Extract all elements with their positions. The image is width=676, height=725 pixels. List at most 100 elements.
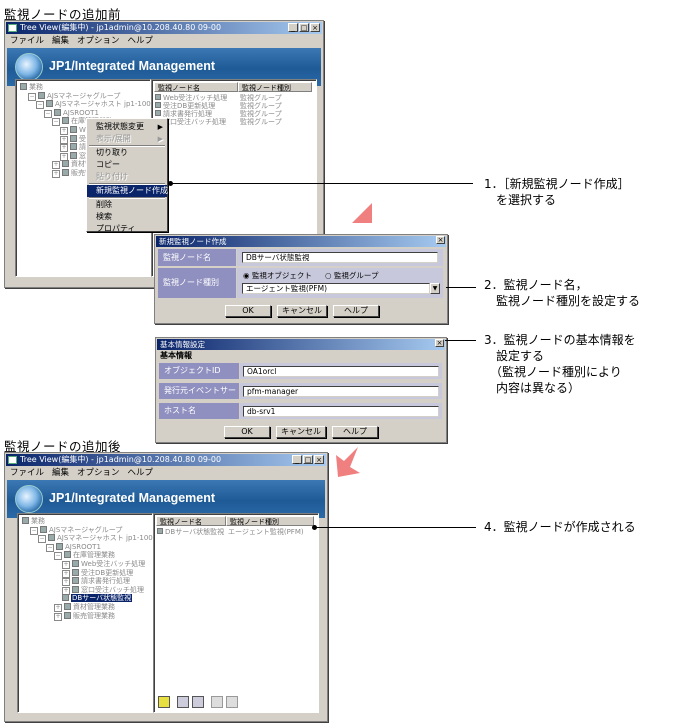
expand-icon[interactable]: +	[62, 561, 70, 569]
expand-icon[interactable]: +	[60, 152, 68, 161]
context-menu-item-label: 新規監視ノード作成	[96, 186, 168, 195]
expand-icon[interactable]: +	[62, 586, 70, 595]
close-icon[interactable]: ×	[435, 339, 444, 347]
node-name-input[interactable]: DBサーバ状態監視	[242, 252, 438, 263]
tree-node[interactable]: +資材管理業務	[54, 603, 115, 612]
expand-icon[interactable]: +	[60, 135, 68, 144]
close-icon[interactable]: ×	[310, 23, 320, 32]
collapse-icon[interactable]: −	[28, 92, 36, 101]
list-header-type[interactable]: 監視ノード種別	[226, 516, 314, 526]
context-menu-item[interactable]: プロパティ	[87, 223, 167, 235]
maximize-icon[interactable]: □	[303, 455, 313, 464]
close-icon[interactable]: ×	[314, 455, 324, 464]
dialog-title: 基本情報設定	[160, 340, 205, 349]
cancel-button[interactable]: キャンセル	[276, 426, 326, 438]
tree-pane[interactable]: 業務−AJSマネージャグループ−AJSマネージャホスト jp1-100v2−AJ…	[17, 513, 161, 713]
maximize-icon[interactable]: □	[299, 23, 309, 32]
tree-node[interactable]: +窓口受注バッチ処理	[62, 585, 144, 595]
context-menu-item[interactable]: 切り取り	[87, 147, 167, 159]
tree-node[interactable]: 業務	[20, 83, 43, 92]
tree-node[interactable]: −AJSマネージャグループ	[28, 91, 120, 101]
tree-node[interactable]: +販売管理業務	[54, 611, 115, 621]
expand-icon[interactable]: +	[54, 612, 62, 621]
menu-edit[interactable]: 編集	[52, 468, 70, 478]
ok-button[interactable]: OK	[224, 426, 270, 438]
tree-node[interactable]: −在庫管理業務	[54, 551, 115, 561]
menu-separator	[89, 145, 165, 147]
callout-step-2: 2．監視ノード名， 監視ノード種別を設定する	[484, 278, 641, 308]
minimize-icon[interactable]: _	[288, 23, 298, 32]
list-header-name[interactable]: 監視ノード名	[154, 82, 238, 92]
tree-node[interactable]: +請求書発行処理	[62, 577, 130, 587]
tree-node[interactable]: −AJSマネージャホスト jp1-100v2	[36, 100, 159, 110]
menu-file[interactable]: ファイル	[10, 468, 45, 478]
collapse-icon[interactable]: −	[30, 526, 38, 535]
context-menu-item[interactable]: 監視状態変更▶	[87, 121, 167, 133]
collapse-icon[interactable]: −	[46, 543, 54, 552]
tree-view-window-after: Tree View(編集中) - jp1admin@10.208.40.80 0…	[4, 452, 328, 722]
tree-node[interactable]: −AJSマネージャグループ	[30, 525, 122, 535]
tree-node[interactable]: +Web受注バッチ処理	[62, 560, 145, 569]
expand-icon[interactable]: +	[60, 127, 68, 135]
tree-node[interactable]: +受注DB更新処理	[62, 568, 133, 578]
collapse-icon[interactable]: −	[54, 552, 62, 561]
context-menu-item[interactable]: 検索	[87, 211, 167, 223]
menu-file[interactable]: ファイル	[10, 36, 45, 46]
tree-node[interactable]: − AJSROOT1	[46, 542, 101, 552]
radio-monitor-group[interactable]: ○ 監視グループ	[325, 271, 379, 280]
help-button[interactable]: ヘルプ	[333, 305, 379, 317]
radio-monitor-object[interactable]: ◉ 監視オブジェクト	[243, 271, 312, 280]
collapse-icon[interactable]: −	[36, 101, 44, 110]
menu-edit[interactable]: 編集	[52, 36, 70, 46]
close-icon[interactable]: ×	[436, 236, 445, 244]
collapse-icon[interactable]: −	[44, 109, 52, 118]
context-menu-item-label: 貼り付け	[96, 172, 128, 181]
list-pane[interactable]: 監視ノード名 監視ノード種別 DBサーバ状態監視エージェント監視(PFM)	[153, 513, 319, 713]
folder-icon	[72, 568, 79, 576]
context-menu-item[interactable]: コピー	[87, 159, 167, 171]
menu-help[interactable]: ヘルプ	[127, 468, 154, 478]
detail-view-icon[interactable]	[192, 696, 204, 708]
tree-node[interactable]: 業務	[22, 517, 45, 526]
list-header-type[interactable]: 監視ノード種別	[238, 82, 312, 92]
field-input[interactable]: OA1orcl	[243, 366, 439, 377]
expand-icon[interactable]: +	[52, 161, 60, 170]
node-type-select[interactable]: エージェント監視(PFM)	[242, 283, 430, 294]
field-input[interactable]: pfm-manager	[243, 386, 439, 397]
expand-icon[interactable]: +	[52, 170, 60, 178]
minimize-icon[interactable]: _	[292, 455, 302, 464]
basic-info-header: 基本情報	[160, 351, 192, 360]
tree-node[interactable]: DBサーバ状態監視	[62, 594, 133, 603]
submenu-arrow-icon: ▶	[157, 135, 163, 143]
list-cell-name: 請求書発行処理	[155, 110, 212, 118]
view-toggle-icon[interactable]	[158, 696, 170, 708]
collapse-icon[interactable]: −	[38, 535, 46, 544]
menu-options[interactable]: オプション	[77, 468, 120, 478]
tree-node[interactable]: −AJSマネージャホスト jp1-100v2	[38, 534, 161, 544]
cancel-button[interactable]: キャンセル	[277, 305, 327, 317]
menu-help[interactable]: ヘルプ	[127, 36, 154, 46]
next-icon[interactable]	[226, 696, 238, 708]
expand-icon[interactable]: +	[62, 569, 70, 578]
list-header-name[interactable]: 監視ノード名	[156, 516, 226, 526]
list-cell-name-text: DBサーバ状態監視	[165, 528, 225, 536]
expand-icon[interactable]: +	[62, 578, 70, 587]
radio-monitor-group-label: 監視グループ	[333, 271, 379, 280]
list-view-icon[interactable]	[177, 696, 189, 708]
collapse-icon[interactable]: −	[52, 118, 60, 127]
menu-options[interactable]: オプション	[77, 36, 120, 46]
tree-node-label: AJSROOT1	[65, 542, 101, 551]
expand-icon[interactable]: +	[54, 604, 62, 612]
help-button[interactable]: ヘルプ	[332, 426, 378, 438]
expand-icon[interactable]: +	[60, 144, 68, 153]
prev-icon[interactable]	[211, 696, 223, 708]
folder-icon	[72, 577, 79, 585]
ok-button[interactable]: OK	[225, 305, 271, 317]
jp1-logo-icon	[15, 485, 43, 513]
tree-node[interactable]: −AJSROOT1	[44, 108, 99, 118]
context-menu-item[interactable]: 新規監視ノード作成	[87, 185, 168, 197]
dropdown-arrow-icon[interactable]: ▼	[430, 283, 440, 294]
field-input[interactable]: db-srv1	[243, 406, 439, 417]
folder-icon	[56, 542, 63, 550]
context-menu-item[interactable]: 削除	[87, 199, 167, 211]
